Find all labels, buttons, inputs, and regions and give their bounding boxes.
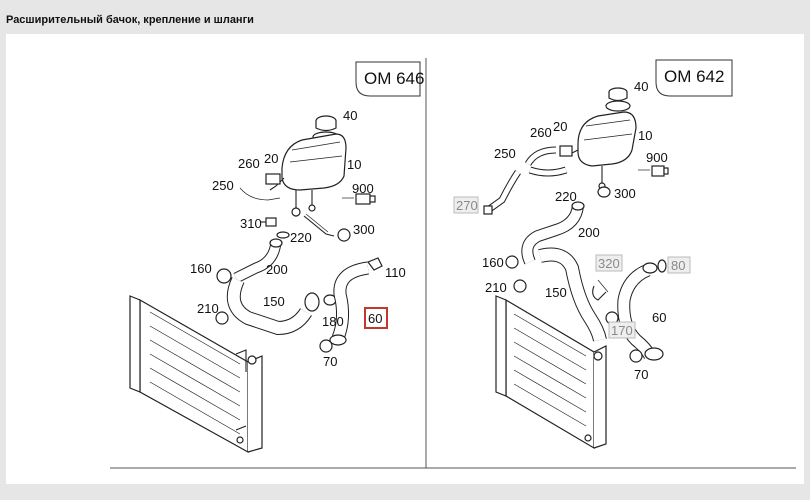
callout-210[interactable]: 210 [197, 301, 219, 316]
callout-40-right[interactable]: 40 [634, 79, 648, 94]
radiator-left [129, 295, 263, 454]
clamp-part-300 [337, 228, 351, 242]
hose-part-250 [237, 166, 281, 201]
hose-part-270 [483, 205, 493, 215]
hose-part-250-right [485, 146, 568, 213]
ring-part-70-right [629, 349, 643, 363]
hose-part-150 [226, 277, 320, 336]
callout-200-right[interactable]: 200 [578, 225, 600, 240]
engine-box-om646: OM 646 [355, 61, 424, 97]
selected-part-box [364, 307, 388, 329]
ring-part-160 [216, 268, 232, 284]
ring-part-70 [319, 339, 333, 353]
callout-310[interactable]: 310 [240, 216, 262, 231]
sensor-part-900-right [638, 165, 669, 177]
callout-10[interactable]: 10 [347, 157, 361, 172]
callout-250-right[interactable]: 250 [494, 146, 516, 161]
right-diagram-parts [483, 87, 669, 450]
page-title: Расширительный бачок, крепление и шланги [6, 14, 254, 26]
ring-part-160-right [505, 255, 519, 269]
callout-210-right[interactable]: 210 [485, 280, 507, 295]
clamp-part-110 [367, 257, 383, 271]
engine-label-left: OM 646 [364, 69, 424, 88]
callout-150-right[interactable]: 150 [545, 285, 567, 300]
bolt-part-310 [260, 217, 277, 227]
callout-60-right[interactable]: 60 [652, 310, 666, 325]
right-callouts: 40 260 20 10 250 900 220 300 270 200 160… [453, 79, 691, 382]
hose-part-200 [233, 238, 283, 283]
line-part-220 [276, 213, 335, 239]
ghost-box-320 [595, 254, 623, 272]
ring-part-210-right [513, 279, 527, 293]
ring-part-80-right [657, 259, 667, 273]
callout-60-selected[interactable]: 60 [368, 311, 382, 326]
callout-40[interactable]: 40 [343, 108, 357, 123]
callout-70-right[interactable]: 70 [634, 367, 648, 382]
sensor-part-900 [342, 193, 376, 205]
callout-260[interactable]: 260 [238, 156, 260, 171]
callout-300-right[interactable]: 300 [614, 186, 636, 201]
ring-part-300-right [597, 186, 611, 198]
callout-170-ghost[interactable]: 170 [611, 323, 633, 338]
clip-part-320 [592, 279, 609, 301]
expansion-tank-part-10-right [559, 111, 637, 190]
callout-20-right[interactable]: 20 [553, 119, 567, 134]
engine-box-om642: OM 642 [655, 59, 733, 97]
callout-250[interactable]: 250 [212, 178, 234, 193]
callout-70[interactable]: 70 [323, 354, 337, 369]
callout-20[interactable]: 20 [264, 151, 278, 166]
callout-270-ghost[interactable]: 270 [456, 198, 478, 213]
callout-10-right[interactable]: 10 [638, 128, 652, 143]
ghost-box-80 [667, 256, 691, 274]
callout-110[interactable]: 110 [385, 265, 406, 280]
ghost-box-170 [608, 321, 636, 339]
callout-220[interactable]: 220 [290, 230, 312, 245]
ring-part-210 [215, 311, 229, 325]
callout-160[interactable]: 160 [190, 261, 212, 276]
ghost-box-270 [453, 196, 479, 214]
callout-160-right[interactable]: 160 [482, 255, 504, 270]
hose-part-200-right [521, 201, 585, 265]
cap-part-40-right [605, 87, 631, 112]
hose-part-150-right [538, 247, 607, 342]
callout-220-right[interactable]: 220 [555, 189, 577, 204]
callout-300[interactable]: 300 [353, 222, 375, 237]
left-callouts: 40 260 20 10 250 900 310 220 300 160 200… [190, 108, 406, 369]
engine-label-right: OM 642 [664, 67, 724, 86]
radiator-right [495, 295, 607, 450]
hose-part-60 [329, 261, 370, 346]
callout-150[interactable]: 150 [263, 294, 285, 309]
callout-80-ghost[interactable]: 80 [671, 258, 685, 273]
callout-260-right[interactable]: 260 [530, 125, 552, 140]
callout-900-right[interactable]: 900 [646, 150, 668, 165]
left-diagram-parts [129, 115, 383, 454]
callout-180[interactable]: 180 [322, 314, 344, 329]
callout-320-ghost[interactable]: 320 [598, 256, 620, 271]
callout-900[interactable]: 900 [352, 181, 374, 196]
expansion-tank-part-10 [265, 133, 347, 217]
callout-200[interactable]: 200 [266, 262, 288, 277]
